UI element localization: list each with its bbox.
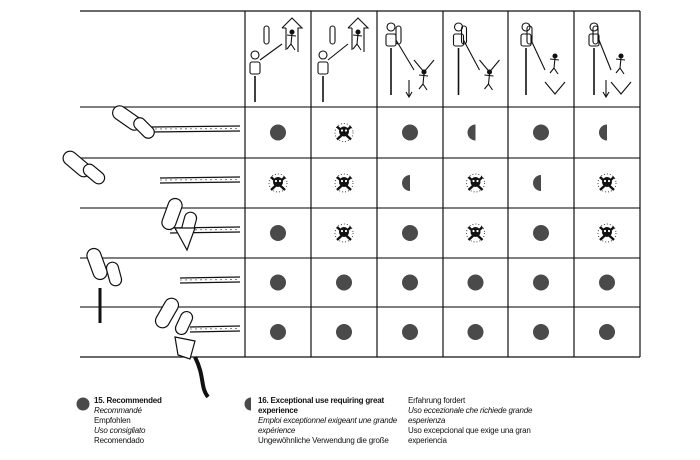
- cell-recommended: [467, 324, 484, 340]
- cell-recommended: [402, 274, 418, 291]
- recommended-dot-icon: [467, 274, 484, 291]
- legend-exceptional-it2: esperienza: [408, 416, 446, 425]
- cell-recommended: [336, 324, 352, 340]
- recommended-dot-icon: [336, 324, 352, 340]
- cell-recommended: [402, 324, 418, 340]
- cell-forbidden-skull: [268, 173, 288, 193]
- recommended-dot-icon: [270, 225, 286, 241]
- cell-recommended: [270, 124, 286, 141]
- cell-recommended: [599, 324, 615, 340]
- legend-exceptional-es: Uso excepcional que exige una gran: [408, 426, 531, 435]
- half-dot-icon: [533, 175, 541, 191]
- legend-exceptional-de: Ungewöhnliche Verwendung die große: [258, 436, 389, 445]
- cell-recommended: [467, 274, 484, 291]
- recommended-dot-icon: [336, 274, 352, 291]
- skull-crossbones-icon: [466, 223, 485, 243]
- legend-exceptional-de2: Erfahrung fordert: [408, 396, 466, 405]
- recommended-dot-icon: [533, 124, 549, 141]
- half-dot-icon: [402, 175, 410, 191]
- half-dot-icon: [599, 124, 607, 141]
- recommended-dot-icon: [533, 225, 549, 241]
- legend-recommended-fr: Recommandé: [94, 406, 142, 415]
- cell-forbidden-skull: [597, 223, 617, 243]
- legend-exceptional-cont: Erfahrung fordert Uso eccezionale che ri…: [408, 396, 532, 446]
- recommended-dot-icon: [270, 324, 286, 340]
- cell-recommended: [599, 274, 615, 291]
- recommended-dot-icon: [533, 324, 549, 340]
- legend-recommended-de: Empfohlen: [94, 416, 131, 425]
- cell-forbidden-skull: [334, 123, 354, 142]
- legend-exceptional-en2: experience: [258, 406, 298, 415]
- belay-lower-down-icon: [385, 22, 435, 99]
- recommended-dot-icon: [533, 274, 549, 291]
- recommended-dot-icon: [402, 124, 418, 141]
- skull-crossbones-icon: [597, 173, 617, 193]
- belay-anchor-leader-above-icon: [317, 17, 370, 102]
- cell-recommended: [336, 274, 352, 291]
- recommended-dot-icon: [402, 225, 418, 241]
- skull-crossbones-icon: [334, 123, 354, 142]
- cell-recommended: [270, 274, 286, 291]
- cell-recommended: [402, 225, 418, 241]
- legend-recommended-es: Recomendado: [94, 436, 144, 445]
- connector-knot-carabiner-icon: [86, 247, 241, 323]
- recommended-dot-icon: [599, 324, 615, 340]
- cell-exceptional-use: [402, 175, 410, 191]
- cell-exceptional-use: [599, 124, 607, 141]
- skull-crossbones-icon: [268, 173, 288, 193]
- cell-exceptional-use: [467, 124, 476, 141]
- recommended-dot-icon: [402, 324, 418, 340]
- cell-recommended: [402, 124, 418, 141]
- legend-exceptional-en: 16. Exceptional use requiring great: [258, 396, 384, 405]
- exceptional-symbol-icon: [244, 397, 251, 411]
- skull-crossbones-icon: [334, 223, 354, 243]
- connector-triangle-maillon-icon: [161, 197, 241, 252]
- connector-chain-link-icon: [62, 150, 241, 185]
- cell-recommended: [533, 225, 549, 241]
- cell-forbidden-skull: [466, 223, 485, 243]
- cell-recommended: [270, 324, 286, 340]
- recommended-dot-icon: [270, 124, 286, 141]
- recommended-dot-icon: [270, 274, 286, 291]
- legend-recommended-it: Uso consigliato: [94, 426, 146, 435]
- belay-lowering-direct-icon: [588, 22, 632, 99]
- legend-recommended-en: 15. Recommended: [94, 396, 162, 405]
- legend-exceptional-fr2: expérience: [258, 426, 296, 435]
- recommended-symbol-icon: [76, 397, 90, 411]
- belay-lowering-pulley-icon: [520, 22, 566, 95]
- legend-exceptional-it: Uso eccezionale che richiede grande: [408, 406, 533, 415]
- belay-leader-fall-below-icon: [452, 22, 500, 95]
- skull-crossbones-icon: [466, 173, 485, 193]
- skull-crossbones-icon: [597, 223, 617, 243]
- connector-double-carabiner-icon: [112, 105, 241, 139]
- recommended-dot-icon: [599, 274, 615, 291]
- legend-recommended: 15. Recommended Recommandé Empfohlen Uso…: [76, 396, 162, 446]
- recommended-dot-icon: [467, 324, 484, 340]
- cell-recommended: [533, 324, 549, 340]
- recommended-dot-icon: [402, 274, 418, 291]
- cell-forbidden-skull: [597, 173, 617, 193]
- cell-recommended: [270, 225, 286, 241]
- connector-self-locking-device-icon: [154, 297, 241, 399]
- belay-clipped-leader-above-icon: [249, 17, 304, 102]
- legend-exceptional: 16. Exceptional use requiring great expe…: [244, 396, 397, 446]
- cell-forbidden-skull: [334, 223, 354, 243]
- legend-exceptional-es2: experiencia: [408, 436, 447, 445]
- skull-crossbones-icon: [334, 173, 354, 193]
- legend-exceptional-fr: Emploi exceptionnel exigeant une grande: [258, 416, 397, 425]
- cell-forbidden-skull: [334, 173, 354, 193]
- cell-recommended: [533, 124, 549, 141]
- cell-exceptional-use: [533, 175, 541, 191]
- half-dot-icon: [467, 124, 476, 141]
- cell-forbidden-skull: [466, 173, 485, 193]
- cell-recommended: [533, 274, 549, 291]
